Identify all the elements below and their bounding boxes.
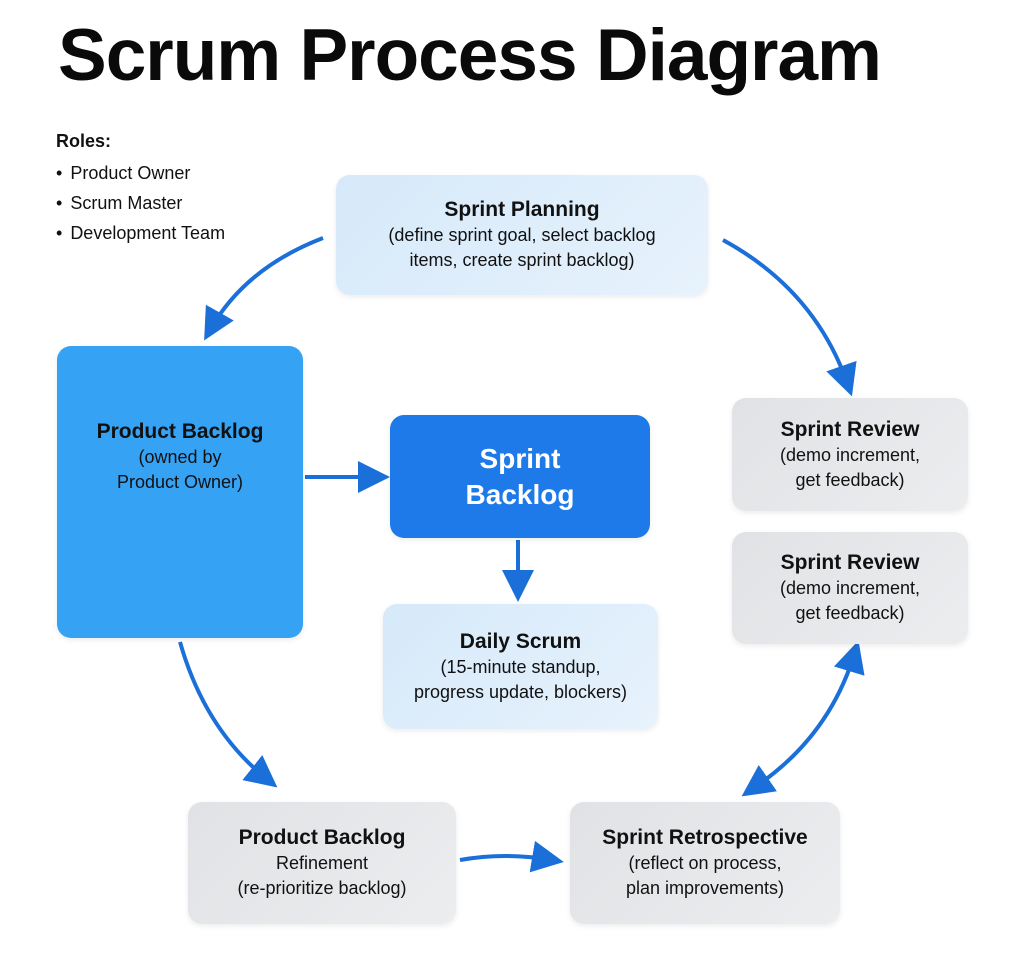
role-item: Product Owner xyxy=(56,158,225,188)
node-desc: (reflect on process, xyxy=(628,853,782,873)
node-desc: (owned by xyxy=(138,447,222,467)
node-desc: (15-minute standup, xyxy=(440,656,601,677)
node-title: Product Backlog xyxy=(238,826,406,849)
arrow-retrospective-review-bidirectional xyxy=(741,640,865,797)
node-sprint-backlog: Sprint Backlog xyxy=(390,415,650,538)
node-desc: get feedback) xyxy=(795,469,905,490)
node-sprint-review: Sprint Review (demo increment, get feedb… xyxy=(732,398,968,511)
node-desc: get feedback) xyxy=(795,603,905,623)
diagram-title: Scrum Process Diagram xyxy=(58,15,882,96)
node-title: Sprint Planning xyxy=(444,198,600,221)
node-desc: (define sprint goal, select backlog xyxy=(388,225,656,245)
node-desc: plan improvements) xyxy=(625,878,785,898)
node-title: Sprint Review xyxy=(780,551,920,574)
node-sprint-review-2: Sprint Review (demo increment, get feedb… xyxy=(732,532,968,644)
node-sprint-planning: Sprint Planning (define sprint goal, sel… xyxy=(336,175,708,295)
node-desc: (demo increment, xyxy=(779,578,921,598)
node-desc: (demo increment, xyxy=(779,444,921,465)
roles-heading: Roles: xyxy=(56,131,112,151)
node-sprint-retrospective: Sprint Retrospective (reflect on process… xyxy=(570,802,840,924)
role-item: Development Team xyxy=(56,218,225,248)
node-title: Sprint Review xyxy=(780,417,920,441)
node-title: Product Backlog xyxy=(96,420,264,443)
node-desc: (re-prioritize backlog) xyxy=(237,878,407,898)
arrow-planning-to-sprint-review xyxy=(722,238,857,397)
node-desc: progress update, blockers) xyxy=(413,681,628,702)
node-daily-scrum: Daily Scrum (15-minute standup, progress… xyxy=(383,604,658,729)
node-title: Sprint xyxy=(479,442,561,474)
node-desc: items, create sprint backlog) xyxy=(409,250,635,270)
node-title: Daily Scrum xyxy=(459,629,582,653)
node-title: Backlog xyxy=(465,478,575,510)
arrow-planning-to-product-backlog xyxy=(204,236,324,341)
node-title: Sprint Retrospective xyxy=(602,826,808,849)
arrow-product-backlog-to-refinement xyxy=(178,641,278,788)
node-backlog-refinement: Product Backlog Refinement (re-prioritiz… xyxy=(188,802,456,924)
node-desc: Refinement xyxy=(275,853,369,873)
role-item: Scrum Master xyxy=(56,188,225,218)
roles-legend: Roles: Product Owner Scrum Master Develo… xyxy=(56,126,225,248)
node-product-backlog: Product Backlog (owned by Product Owner) xyxy=(57,346,303,638)
arrow-refinement-to-retrospective xyxy=(459,840,564,873)
node-desc: Product Owner) xyxy=(116,472,244,492)
